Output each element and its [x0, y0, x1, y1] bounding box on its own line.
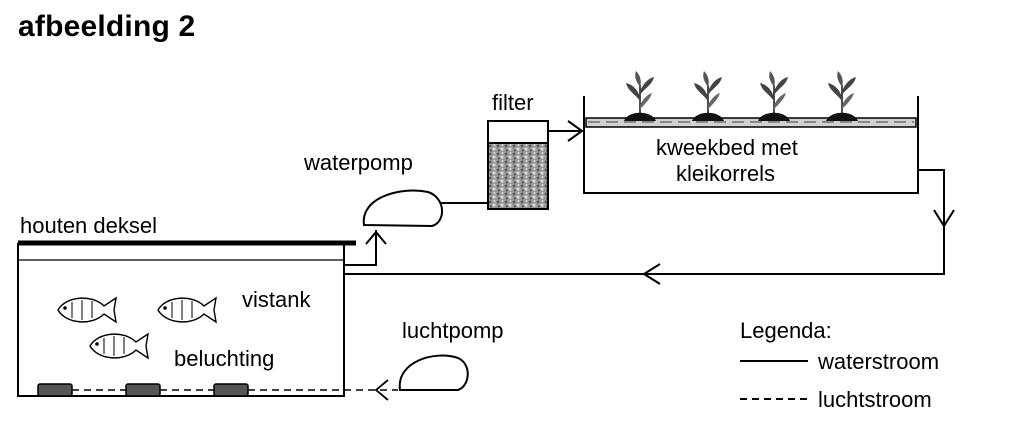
air-stones — [37, 383, 249, 397]
arrow-up-icon — [365, 230, 387, 245]
arrow-down-icon — [933, 209, 955, 228]
plant-icon — [692, 70, 724, 121]
plant-icon — [826, 70, 858, 121]
filter-label: filter — [492, 90, 534, 115]
arrow-right-icon — [567, 120, 584, 142]
air-stone — [125, 383, 161, 397]
waterpomp-label: waterpomp — [303, 150, 413, 175]
legend: Legenda: waterstroom luchtstroom — [740, 318, 939, 412]
arrow-left-icon — [374, 379, 389, 401]
legend-waterstroom: waterstroom — [817, 349, 939, 374]
fish-tank — [17, 240, 356, 397]
air-flow-line — [72, 379, 398, 401]
kweekbed-label-line1: kweekbed met — [656, 135, 798, 160]
luchtpomp-label: luchtpomp — [402, 318, 504, 343]
kweekbed-label-line2: kleikorrels — [676, 161, 775, 186]
filter-gravel — [487, 142, 549, 210]
fish-icon — [57, 297, 117, 323]
houten-deksel-label: houten deksel — [20, 213, 157, 238]
plant-icon — [624, 70, 656, 121]
fish-icon — [89, 333, 149, 359]
vistank-label: vistank — [242, 287, 311, 312]
arrow-left-icon — [642, 263, 661, 285]
air-stone — [213, 383, 249, 397]
legend-title: Legenda: — [740, 318, 832, 343]
water-flow-line — [344, 169, 955, 285]
filter — [487, 120, 549, 210]
grow-bed — [583, 96, 919, 194]
fish-icon — [157, 297, 217, 323]
air-stone — [37, 383, 73, 397]
air-pump — [398, 354, 469, 391]
water-pump — [362, 189, 443, 228]
beluchting-label: beluchting — [174, 346, 274, 371]
water-flow-line — [548, 120, 584, 142]
legend-luchtstroom: luchtstroom — [818, 387, 932, 412]
plant-icon — [758, 70, 790, 121]
water-flow-line — [344, 230, 387, 266]
figure-heading: afbeelding 2 — [18, 10, 196, 43]
